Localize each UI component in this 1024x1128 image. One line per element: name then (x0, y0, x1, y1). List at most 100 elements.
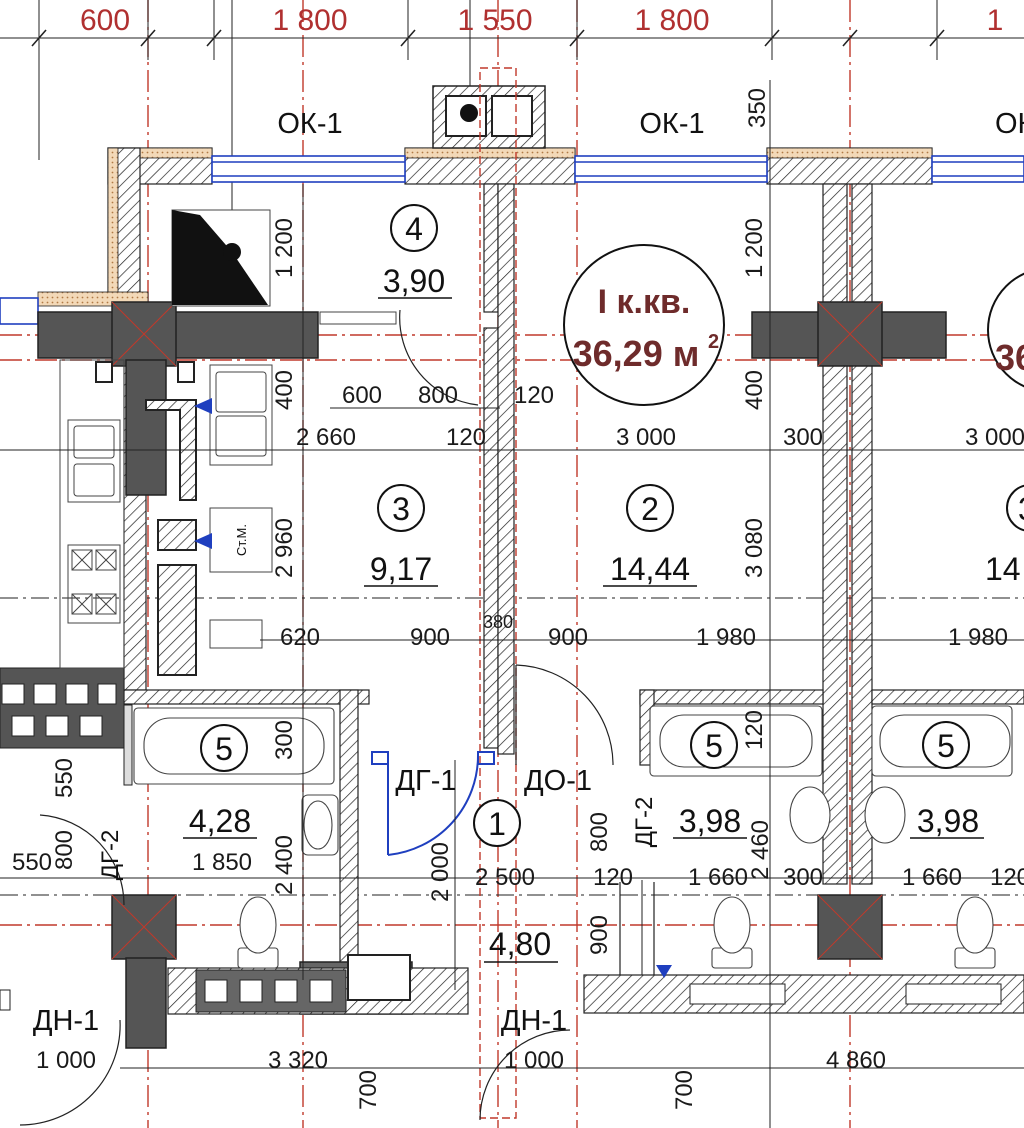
window-label-1: ОК-1 (277, 108, 342, 140)
room-3: 3 9,17 (364, 484, 438, 587)
room-2-area: 14,44 (610, 551, 690, 587)
dim-120-c: 120 (741, 710, 768, 750)
dimension-texts: 350 1 200 1 200 400 400 600 800 120 2 66… (12, 88, 1024, 1110)
dim-800: 800 (418, 382, 458, 409)
room-5-left-area: 4,28 (189, 803, 251, 839)
right-partial-number: 3 (1018, 491, 1024, 527)
dim-350: 350 (744, 88, 771, 128)
dim-300-a: 300 (783, 424, 823, 451)
dim-550-a: 550 (51, 758, 78, 798)
fridge-label: Ст.М. (234, 524, 249, 556)
dim-1660-a: 1 660 (688, 864, 748, 891)
room-4-area: 3,90 (383, 263, 445, 299)
dim-800-b: 800 (51, 830, 78, 870)
room-4-number: 4 (405, 211, 423, 247)
dim-900-c: 900 (586, 915, 613, 955)
dim-380: 380 (483, 612, 513, 632)
dim-3320: 3 320 (268, 1047, 328, 1074)
right-partial: 3 14 36 (985, 272, 1024, 587)
apartment-area: 36,29 м (573, 333, 700, 374)
top-dim-5: 1 (987, 4, 1004, 37)
stove-burners (71, 549, 117, 615)
room-3-number: 3 (392, 491, 410, 527)
dim-1850: 1 850 (192, 849, 252, 876)
dim-800-c: 800 (586, 812, 613, 852)
top-dim-1: 600 (80, 4, 130, 37)
dim-550-b: 550 (12, 849, 52, 876)
dim-120-e: 120 (990, 864, 1024, 891)
doors (19, 309, 655, 1126)
room-5-right-number: 5 (937, 728, 955, 764)
door-label-do1: ДО-1 (524, 765, 592, 797)
top-dim-2: 1 800 (272, 4, 347, 37)
vent-shaft (432, 85, 546, 149)
right-partial-apt-area: 36 (995, 337, 1024, 378)
dim-620: 620 (280, 624, 320, 651)
dim-1200-b: 1 200 (741, 218, 768, 278)
dim-600: 600 (342, 382, 382, 409)
dim-120-a: 120 (514, 382, 554, 409)
columns (37, 301, 947, 1049)
room-2-number: 2 (641, 491, 659, 527)
top-dim-3: 1 550 (457, 4, 532, 37)
dim-2500: 2 500 (475, 864, 535, 891)
dim-1660-b: 1 660 (902, 864, 962, 891)
room-5-mid-area: 3,98 (679, 803, 741, 839)
room-1-area: 4,80 (489, 926, 551, 962)
dim-3000-a: 3 000 (616, 424, 676, 451)
window-label-2: ОК-1 (639, 108, 704, 140)
closet (171, 209, 397, 325)
door-label-dg1: ДГ-1 (395, 765, 456, 797)
dim-900-a: 900 (410, 624, 450, 651)
toilets (237, 896, 996, 969)
room-1-number: 1 (488, 806, 506, 842)
boiler (347, 954, 411, 1001)
dim-2460: 2 460 (747, 820, 774, 880)
dim-120-d: 120 (593, 864, 633, 891)
room-3-area: 9,17 (370, 551, 432, 587)
dim-1980-b: 1 980 (948, 624, 1008, 651)
dim-300-b: 300 (271, 720, 298, 760)
apartment-label: I к.кв. (598, 283, 691, 321)
dim-3000-b: 3 000 (965, 424, 1024, 451)
dim-900-b: 900 (548, 624, 588, 651)
dim-400-b: 400 (741, 370, 768, 410)
room-5-left-number: 5 (215, 731, 233, 767)
room-5-mid-number: 5 (705, 728, 723, 764)
dim-3080: 3 080 (741, 518, 768, 578)
top-dim-4: 1 800 (634, 4, 709, 37)
window-label-3: ОК (995, 108, 1024, 140)
dim-2660: 2 660 (296, 424, 356, 451)
shaft-outline (479, 67, 517, 1119)
room-5-right: 5 3,98 (910, 721, 984, 839)
dim-4860: 4 860 (826, 1047, 886, 1074)
door-label-dg2-left: ДГ-2 (97, 830, 124, 881)
north-wall (37, 147, 933, 307)
room-5-mid: 5 3,98 (673, 721, 747, 839)
sinks (301, 786, 906, 856)
door-label-dn1-mid: ДН-1 (501, 1005, 567, 1037)
room-5-right-area: 3,98 (917, 803, 979, 839)
door-blue (371, 751, 495, 856)
door-label-dn1-left: ДН-1 (33, 1005, 99, 1037)
vent-arrows (194, 398, 672, 978)
column-crosses (111, 301, 883, 960)
kitchen-counter (59, 359, 273, 669)
apartment-area-sup: 2 (708, 331, 719, 353)
windows (0, 155, 1024, 325)
dim-120-b: 120 (446, 424, 486, 451)
south-wall (0, 967, 1024, 1015)
top-dimension-line: 600 1 800 1 550 1 800 1 (0, 0, 1024, 255)
dim-1980-a: 1 980 (696, 624, 756, 651)
dim-2960: 2 960 (271, 518, 298, 578)
dim-700-a: 700 (355, 1070, 382, 1110)
kitchen-ducts (95, 361, 197, 676)
dim-1000-b: 1 000 (504, 1047, 564, 1074)
dim-400-a: 400 (271, 370, 298, 410)
dim-1200-a: 1 200 (271, 218, 298, 278)
dim-1000-a: 1 000 (36, 1047, 96, 1074)
inner-dim-lines (0, 80, 1024, 1128)
room-4: 4 3,90 (378, 204, 452, 299)
door-label-dg2-right: ДГ-2 (631, 797, 658, 848)
